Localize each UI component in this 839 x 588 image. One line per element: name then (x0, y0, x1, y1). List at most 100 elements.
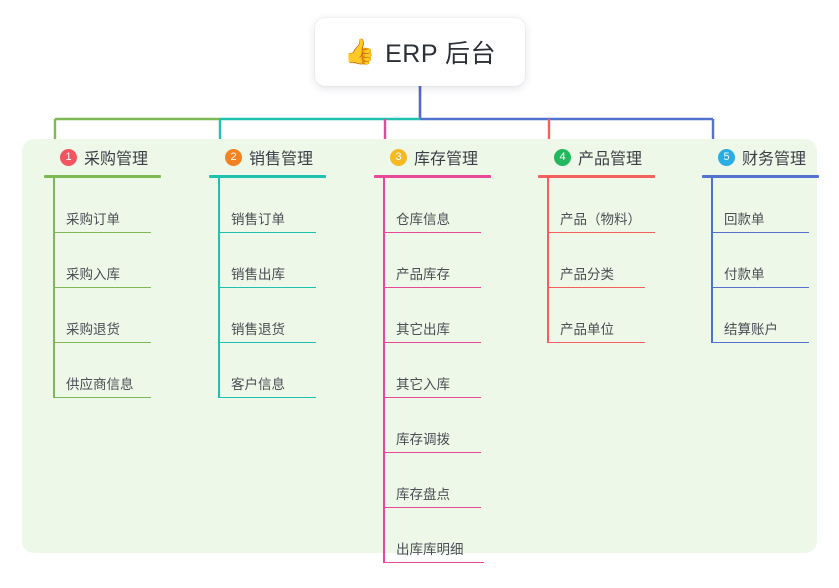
leaf-connector (383, 561, 396, 563)
leaf-underline (396, 396, 481, 398)
branch-title: 财务管理 (742, 151, 807, 168)
leaf-underline (396, 506, 481, 508)
leaf-underline (231, 396, 316, 398)
branch-header[interactable]: 3 库存管理 (372, 145, 522, 169)
branch-spine (711, 178, 713, 343)
leaf-node[interactable]: 其它出库 (383, 288, 522, 343)
leaf-underline (231, 286, 316, 288)
leaf-connector (711, 286, 724, 288)
leaf-label: 产品分类 (560, 267, 614, 282)
leaf-connector (383, 451, 396, 453)
branch-spine (383, 178, 385, 563)
leaf-label: 销售订单 (231, 212, 285, 227)
leaf-connector (547, 341, 560, 343)
leaf-label: 产品库存 (396, 267, 450, 282)
branch-number-badge: 3 (390, 148, 407, 166)
leaf-node[interactable]: 采购订单 (53, 178, 192, 233)
branch-title: 销售管理 (249, 151, 314, 168)
leaf-node[interactable]: 产品分类 (547, 233, 686, 288)
leaf-underline (724, 286, 809, 288)
branch-column-3: 3 库存管理仓库信息产品库存其它出库其它入库库存调拨库存盘点出库库明细 (372, 145, 522, 563)
leaf-connector (218, 286, 231, 288)
leaf-node[interactable]: 库存调拨 (383, 398, 522, 453)
leaf-node[interactable]: 客户信息 (218, 343, 357, 398)
branch-body: 采购订单采购入库采购退货供应商信息 (42, 178, 192, 398)
leaf-node[interactable]: 供应商信息 (53, 343, 192, 398)
leaf-underline (66, 341, 151, 343)
leaf-node[interactable]: 销售订单 (218, 178, 357, 233)
branch-underline (538, 175, 655, 178)
leaf-connector (53, 396, 66, 398)
branch-header[interactable]: 5 财务管理 (700, 145, 839, 169)
root-node[interactable]: 👍 ERP 后台 (315, 18, 525, 86)
leaf-underline (560, 231, 655, 233)
leaf-label: 采购订单 (66, 212, 120, 227)
branch-title: 库存管理 (414, 151, 479, 168)
branch-underline (702, 175, 819, 178)
leaf-underline (396, 451, 481, 453)
leaf-label: 销售出库 (231, 267, 285, 282)
leaf-label: 采购入库 (66, 267, 120, 282)
leaf-node[interactable]: 出库库明细 (383, 508, 522, 563)
leaf-node[interactable]: 销售退货 (218, 288, 357, 343)
branch-underline (374, 175, 491, 178)
leaf-connector (383, 396, 396, 398)
branch-underline (44, 175, 161, 178)
leaf-connector (383, 341, 396, 343)
branch-body: 产品（物料） 产品分类产品单位 (536, 178, 686, 343)
leaf-node[interactable]: 采购入库 (53, 233, 192, 288)
leaf-node[interactable]: 产品单位 (547, 288, 686, 343)
leaf-connector (383, 231, 396, 233)
leaf-underline (66, 231, 151, 233)
leaf-node[interactable]: 销售出库 (218, 233, 357, 288)
leaf-connector (547, 231, 560, 233)
leaf-node[interactable]: 库存盘点 (383, 453, 522, 508)
leaf-node[interactable]: 回款单 (711, 178, 839, 233)
leaf-underline (66, 286, 151, 288)
leaf-underline (231, 231, 316, 233)
branch-body: 销售订单销售出库销售退货客户信息 (207, 178, 357, 398)
leaf-underline (724, 341, 809, 343)
leaf-node[interactable]: 产品库存 (383, 233, 522, 288)
leaf-label: 库存盘点 (396, 487, 450, 502)
leaf-connector (547, 286, 560, 288)
leaf-node[interactable]: 产品（物料） (547, 178, 686, 233)
leaf-label: 库存调拨 (396, 432, 450, 447)
branches-panel (22, 139, 817, 553)
leaf-label: 结算账户 (724, 322, 778, 337)
leaf-node[interactable]: 其它入库 (383, 343, 522, 398)
branch-body: 仓库信息产品库存其它出库其它入库库存调拨库存盘点出库库明细 (372, 178, 522, 563)
leaf-underline (724, 231, 809, 233)
branch-spine (218, 178, 220, 398)
leaf-node[interactable]: 仓库信息 (383, 178, 522, 233)
leaf-label: 产品单位 (560, 322, 614, 337)
branch-number-badge: 1 (60, 148, 77, 166)
leaf-label: 仓库信息 (396, 212, 450, 227)
leaf-node[interactable]: 付款单 (711, 233, 839, 288)
branch-spine (53, 178, 55, 398)
root-title: ERP 后台 (385, 40, 497, 68)
leaf-label: 其它入库 (396, 377, 450, 392)
branch-title: 产品管理 (578, 151, 643, 168)
leaf-underline (396, 231, 481, 233)
branch-number-badge: 5 (718, 148, 735, 166)
branch-column-5: 5 财务管理回款单付款单结算账户 (700, 145, 839, 343)
leaf-label: 回款单 (724, 212, 765, 227)
leaf-label: 采购退货 (66, 322, 120, 337)
leaf-underline (396, 341, 481, 343)
leaf-connector (53, 231, 66, 233)
branch-underline (209, 175, 326, 178)
leaf-underline (560, 341, 645, 343)
leaf-label: 供应商信息 (66, 377, 134, 392)
leaf-connector (711, 341, 724, 343)
leaf-underline (231, 341, 316, 343)
leaf-node[interactable]: 结算账户 (711, 288, 839, 343)
leaf-node[interactable]: 采购退货 (53, 288, 192, 343)
